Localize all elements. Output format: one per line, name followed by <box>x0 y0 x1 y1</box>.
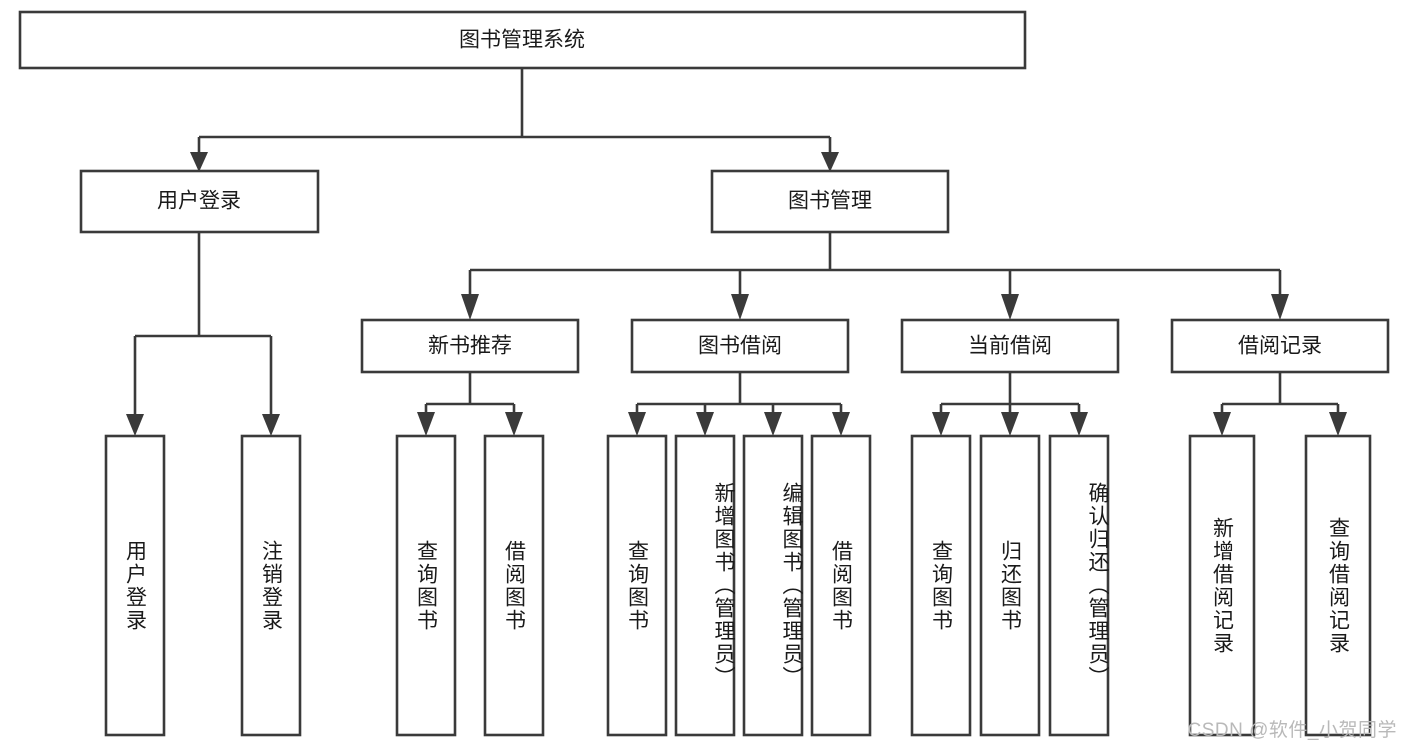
node-user-login[interactable] <box>79 169 320 234</box>
node-borrow-record[interactable] <box>1170 318 1390 374</box>
arrowhead-book-child-4-icon <box>1271 294 1289 320</box>
node-book-management[interactable] <box>710 169 950 234</box>
node-leaf-query-book-1[interactable] <box>395 434 457 737</box>
node-leaf-query-book-2[interactable] <box>606 434 668 737</box>
arrowhead-root-to-book-icon <box>821 152 839 172</box>
node-layer: 图书管理系统 用户登录 图书管理 新书推荐 图书借阅 当前借阅 借阅记录 <box>18 10 1390 737</box>
node-leaf-borrow-book-1[interactable] <box>483 434 545 737</box>
node-current-borrow-label: 当前借阅 <box>968 335 1052 358</box>
arrowhead-book-child-1-icon <box>461 294 479 320</box>
node-current-borrow[interactable] <box>900 318 1120 374</box>
node-leaf-borrow-book-2[interactable] <box>810 434 872 737</box>
arrowhead-current-leaf-2-icon <box>1001 412 1019 436</box>
node-leaf-confirm-return-admin[interactable] <box>1048 434 1110 737</box>
node-leaf-return-book[interactable] <box>979 434 1041 737</box>
arrowhead-borrow-leaf-1-icon <box>628 412 646 436</box>
node-borrow-record-label: 借阅记录 <box>1238 335 1322 358</box>
watermark-text: CSDN @软件_小贺同学 <box>1187 720 1397 741</box>
node-leaf-query-borrow-record[interactable] <box>1304 434 1372 737</box>
arrowhead-borrow-leaf-4-icon <box>832 412 850 436</box>
arrowhead-borrow-leaf-2-icon <box>696 412 714 436</box>
node-user-login-label: 用户登录 <box>157 190 241 213</box>
arrowhead-newbook-leaf-2-icon <box>505 412 523 436</box>
arrowhead-current-leaf-3-icon <box>1070 412 1088 436</box>
node-book-borrow[interactable] <box>630 318 850 374</box>
arrowhead-record-leaf-2-icon <box>1329 412 1347 436</box>
node-leaf-user-logout[interactable] <box>240 434 302 737</box>
node-new-book-recommend[interactable] <box>360 318 580 374</box>
node-leaf-add-book-admin[interactable] <box>674 434 736 737</box>
arrowhead-borrow-leaf-3-icon <box>764 412 782 436</box>
arrowhead-user-leaf-1-icon <box>126 414 144 436</box>
connector-layer <box>126 68 1347 436</box>
arrowhead-newbook-leaf-1-icon <box>417 412 435 436</box>
arrowhead-book-child-2-icon <box>731 294 749 320</box>
arrowhead-book-child-3-icon <box>1001 294 1019 320</box>
node-book-management-label: 图书管理 <box>788 190 872 213</box>
arrowhead-current-leaf-1-icon <box>932 412 950 436</box>
node-leaf-query-book-3[interactable] <box>910 434 972 737</box>
node-leaf-add-borrow-record[interactable] <box>1188 434 1256 737</box>
node-new-book-recommend-label: 新书推荐 <box>428 335 512 358</box>
node-root[interactable] <box>18 10 1027 70</box>
arrowhead-user-leaf-2-icon <box>262 414 280 436</box>
node-root-label: 图书管理系统 <box>459 29 585 52</box>
node-leaf-user-login[interactable] <box>104 434 166 737</box>
arrowhead-record-leaf-1-icon <box>1213 412 1231 436</box>
arrowhead-root-to-user-icon <box>190 152 208 172</box>
node-book-borrow-label: 图书借阅 <box>698 335 782 358</box>
node-leaf-edit-book-admin[interactable] <box>742 434 804 737</box>
